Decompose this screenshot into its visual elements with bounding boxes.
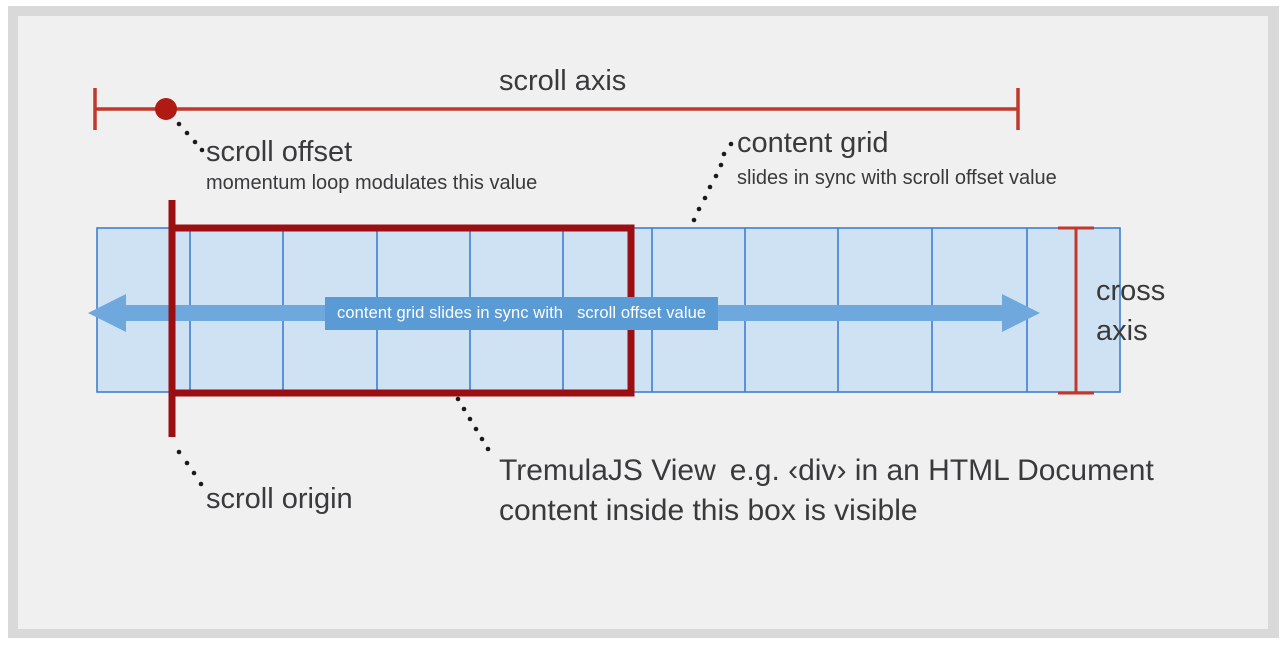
scroll-offset-leader-line: [176, 121, 205, 153]
scroll-offset-label: scroll offset: [206, 136, 353, 168]
scroll-offset-sublabel: momentum loop modulates this value: [206, 172, 538, 194]
content-grid-callout-bar: content grid slides in sync with scroll …: [325, 297, 719, 330]
callout-segment-left: content grid slides in sync with: [337, 304, 564, 322]
scroll-offset-dot: [155, 98, 177, 120]
scroll-origin-label: scroll origin: [206, 483, 353, 515]
view-box-leader-line: [455, 396, 491, 452]
view-box-example: e.g. ‹div› in an HTML Document: [729, 454, 1154, 487]
content-grid-label: content grid: [737, 127, 889, 159]
cross-axis-label-line2: axis: [1096, 315, 1148, 347]
cross-axis-measure: [1058, 226, 1094, 395]
view-box-label-line1: TremulaJS View e.g. ‹div› in an HTML Docu…: [499, 455, 1154, 487]
content-grid-sublabel: slides in sync with scroll offset value: [737, 167, 1057, 189]
view-box-title: TremulaJS View: [499, 454, 716, 487]
scroll-axis-measure: [93, 88, 1020, 130]
callout-segment-right: scroll offset value: [577, 304, 707, 322]
scroll-axis-label: scroll axis: [499, 65, 627, 97]
scroll-origin-leader-line: [176, 449, 204, 487]
cross-axis-label-line1: cross: [1096, 275, 1166, 307]
view-box-label-line2: content inside this box is visible: [499, 494, 918, 527]
